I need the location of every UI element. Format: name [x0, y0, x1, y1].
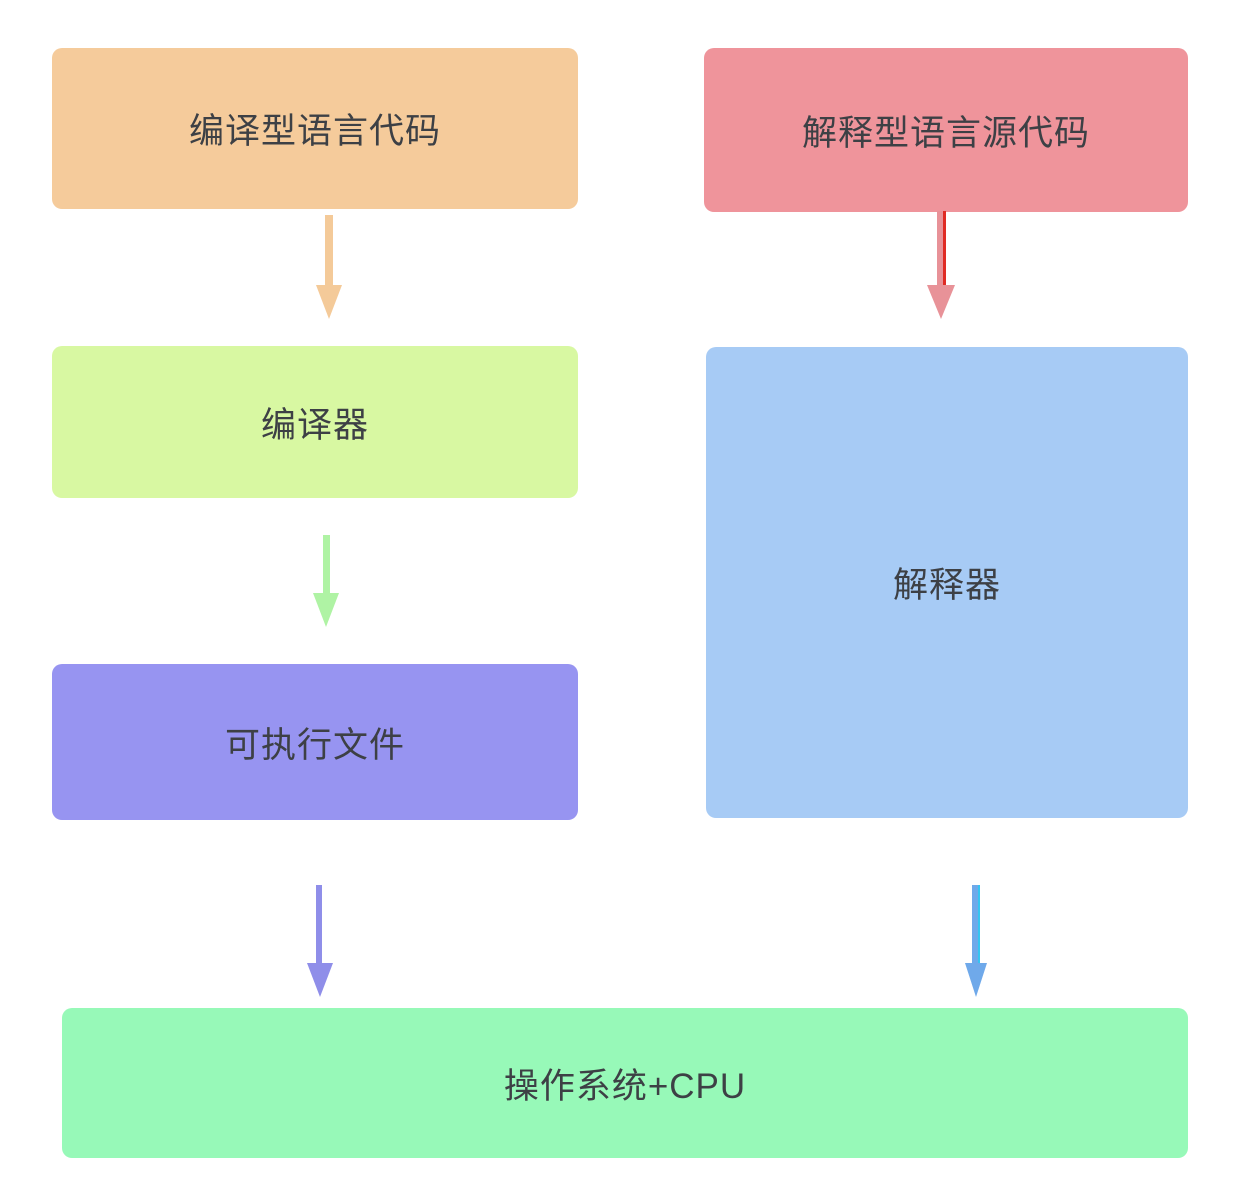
node-executable-label: 可执行文件	[224, 725, 405, 765]
arrow-shaft-stripe	[321, 885, 324, 963]
node-os-cpu: 操作系统+CPU	[62, 1008, 1188, 1158]
node-compiled-source-label: 编译型语言代码	[188, 112, 441, 151]
node-compiler-label: 编译器	[260, 405, 369, 445]
node-interpreted-source: 解释型语言源代码	[704, 48, 1188, 212]
node-executable: 可执行文件	[52, 664, 578, 820]
down-arrow-icon	[313, 535, 339, 627]
node-interpreter: 解释器	[706, 347, 1188, 818]
arrow-shaft	[972, 885, 980, 963]
arrow-shaft	[325, 215, 333, 285]
node-interpreter-label: 解释器	[892, 566, 1001, 605]
arrow-shaft-stripe	[977, 885, 980, 963]
arrow-head	[307, 963, 333, 997]
node-interpreted-source-label: 解释型语言源代码	[801, 113, 1090, 153]
node-compiler: 编译器	[52, 346, 578, 498]
down-arrow-icon	[965, 885, 987, 997]
arrow-shaft	[316, 885, 324, 963]
arrow-shaft	[322, 535, 330, 593]
down-arrow-icon	[927, 211, 955, 319]
node-os-cpu-label: 操作系统+CPU	[503, 1066, 747, 1106]
arrow-shaft	[936, 211, 946, 285]
down-arrow-icon	[316, 215, 342, 319]
node-compiled-source: 编译型语言代码	[52, 48, 578, 209]
arrow-head	[316, 285, 342, 319]
down-arrow-icon	[307, 885, 333, 997]
arrow-head	[927, 285, 955, 319]
arrow-head	[313, 593, 339, 627]
arrow-head	[965, 963, 987, 997]
arrow-shaft-stripe	[943, 211, 946, 285]
